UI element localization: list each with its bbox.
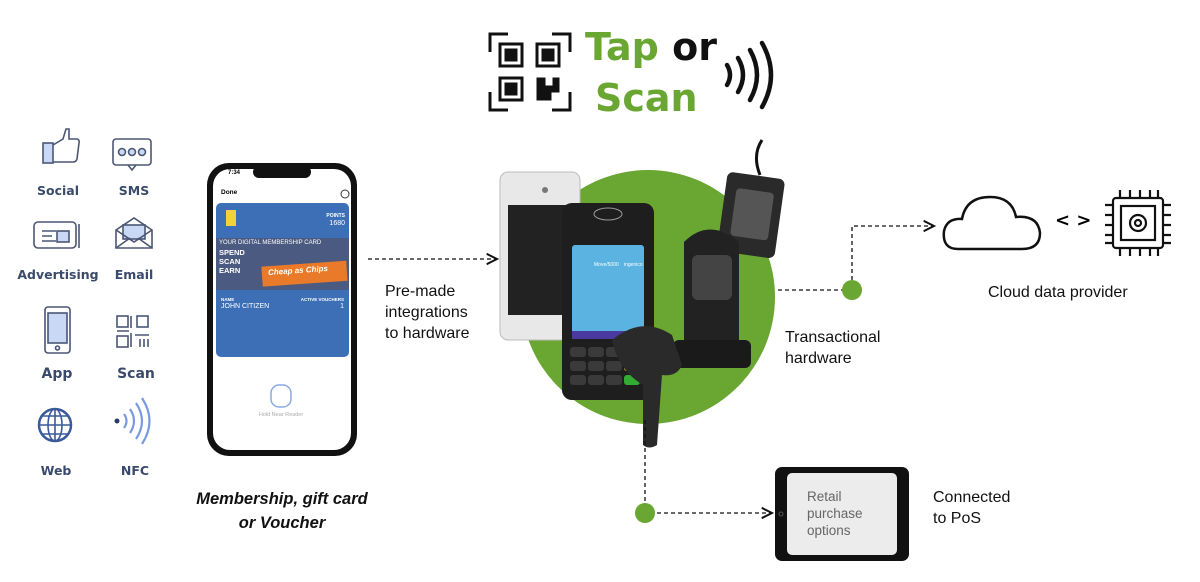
handheld-barcode-scanner — [612, 326, 682, 448]
vouchers-label: ACTIVE VOUCHERS — [300, 297, 344, 302]
cloud-icon — [942, 195, 1042, 251]
qr-code-icon — [116, 315, 149, 348]
spend-text: SPEND — [219, 248, 245, 257]
chat-bubble-icon — [112, 138, 152, 172]
card-terminal — [562, 203, 654, 400]
code-brackets-icon: < > — [1055, 210, 1092, 231]
connected-line: to PoS — [933, 510, 982, 527]
terminal-brand: ingenico — [624, 262, 643, 268]
channel-label-scan: Scan — [117, 366, 155, 382]
integrations-line: Pre-made — [385, 283, 456, 300]
envelope-icon — [115, 217, 153, 249]
tablet-line: Retail — [807, 489, 842, 504]
vouchers-value: 1 — [340, 303, 344, 310]
channel-label-social: Social — [36, 183, 79, 198]
channel-label-email: Email — [114, 267, 154, 282]
points-label: POINTS — [326, 213, 345, 219]
tablet-screen-text: Retail purchase options — [807, 488, 863, 539]
nfc-reader — [717, 139, 785, 259]
presentation-scanner — [673, 229, 751, 368]
tap-text: Tap — [585, 25, 659, 69]
tablet-line: purchase — [807, 506, 863, 521]
pos-terminal-white — [499, 171, 581, 341]
transactional-line: hardware — [785, 350, 852, 367]
connection-dot — [842, 280, 862, 300]
channel-label-web: Web — [40, 463, 72, 478]
scan-text: Scan — [595, 76, 698, 120]
channel-label-advertising: Advertising — [17, 267, 99, 282]
member-name: JOHN CITIZEN — [221, 303, 270, 310]
card-tagline: YOUR DIGITAL MEMBERSHIP CARD — [219, 240, 322, 246]
cpu-chip-icon — [1105, 190, 1171, 256]
scan-card-text: SCAN — [219, 257, 241, 266]
cloud-provider-label: Cloud data provider — [988, 284, 1128, 301]
name-label: NAME — [221, 297, 235, 302]
connection-dot — [635, 503, 655, 523]
cloud-connection — [778, 226, 934, 291]
tablet-line: options — [807, 523, 851, 538]
channel-label-nfc: NFC — [120, 463, 150, 478]
connected-label: Connected to PoS — [933, 487, 1010, 529]
done-button[interactable]: Done — [221, 189, 238, 196]
points-value: 1680 — [329, 220, 345, 227]
terminal-model: Move/5000 — [594, 262, 619, 268]
connected-line: Connected — [933, 489, 1011, 506]
qr-scan-icon — [488, 32, 572, 112]
earn-text: EARN — [219, 266, 241, 275]
channel-label-app: App — [41, 366, 73, 382]
phone-time: 7:34 — [228, 170, 241, 176]
integrations-label: Pre-made integrations to hardware — [385, 281, 470, 344]
transactional-label: Transactional hardware — [785, 327, 880, 369]
nfc-icon — [114, 397, 151, 445]
pos-tablet — [775, 467, 909, 561]
caption-line-1: Membership, gift card — [196, 490, 368, 508]
newspaper-icon — [33, 221, 80, 249]
or-text: or — [672, 25, 717, 69]
caption-line-2: or Voucher — [238, 514, 326, 532]
integrations-line: to hardware — [385, 325, 470, 342]
globe-icon — [37, 407, 73, 443]
channel-label-sms: SMS — [118, 183, 150, 198]
smartphone-icon — [44, 306, 71, 354]
thumbs-up-icon — [42, 128, 81, 164]
tap-or-label: Tap or — [585, 25, 717, 69]
transactional-line: Transactional — [785, 329, 881, 346]
pos-connection — [644, 420, 772, 513]
contactless-icon — [724, 40, 774, 110]
hold-near-reader: Hold Near Reader — [258, 412, 304, 418]
card-caption: Membership, gift card or Voucher — [162, 487, 402, 535]
smartphone-mockup — [207, 163, 357, 456]
integrations-line: integrations — [385, 304, 468, 321]
